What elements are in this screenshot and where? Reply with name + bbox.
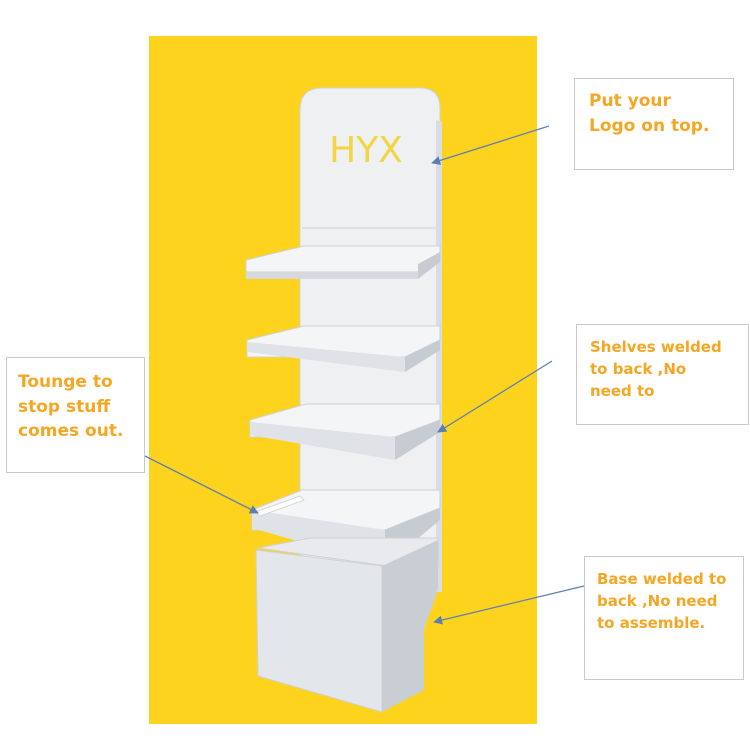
callout-tongue: Tounge to stop stuff comes out. <box>6 357 145 473</box>
shelf-tongue <box>254 495 305 517</box>
arrow-shelves <box>437 360 553 433</box>
shelf-3 <box>249 403 441 460</box>
callout-shelves: Shelves welded to back ,No need to <box>576 324 749 425</box>
callout-base: Base welded to back ,No need to assemble… <box>584 556 744 680</box>
stand-side-edge <box>436 120 442 592</box>
shelf-2 <box>246 325 441 372</box>
arrow-logo <box>431 125 550 165</box>
arrow-base <box>433 585 585 625</box>
arrow-tongue <box>144 455 259 514</box>
shelf-1 <box>245 245 441 279</box>
stand-base <box>255 537 439 713</box>
stand-logo-text: HYX <box>329 130 403 171</box>
callout-logo: Put your Logo on top. <box>574 78 734 170</box>
display-stand: HYX <box>245 87 442 713</box>
